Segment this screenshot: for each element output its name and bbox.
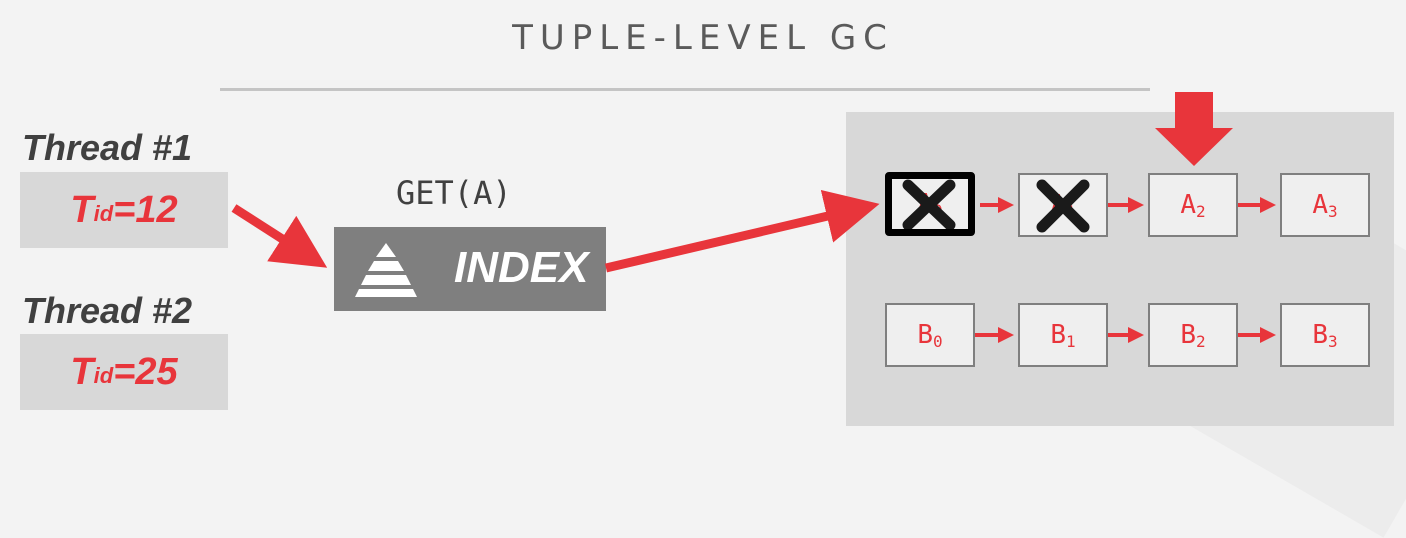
title-divider	[220, 88, 1150, 91]
tid-var: T	[70, 350, 94, 393]
node-sub: 3	[1328, 201, 1338, 221]
version-node-a1: A1	[1018, 173, 1108, 237]
version-panel	[846, 112, 1394, 426]
slide-title: TUPLE-LEVEL GC	[512, 18, 894, 58]
node-sub: 0	[933, 331, 943, 351]
tid-value: =12	[113, 188, 178, 231]
node-letter: B	[1050, 320, 1066, 350]
pyramid-icon	[355, 243, 417, 297]
thread-to-index-arrow	[231, 204, 328, 268]
pointer-down-arrow	[1155, 92, 1233, 166]
tid-sub: id	[93, 201, 114, 226]
tid-value: =25	[113, 350, 178, 393]
node-sub: 2	[1196, 201, 1206, 221]
node-letter: B	[1312, 320, 1328, 350]
cross-icon	[902, 179, 956, 229]
index-to-version-arrow	[604, 189, 880, 273]
cross-icon	[1036, 179, 1090, 233]
tid-sub: id	[93, 363, 114, 388]
tid-var: T	[70, 188, 94, 231]
node-sub: 1	[1066, 331, 1076, 351]
node-letter: A	[1312, 190, 1328, 220]
thread-2-label: Thread #2	[22, 290, 193, 331]
node-letter: B	[917, 320, 933, 350]
node-sub: 2	[1196, 331, 1206, 351]
query-label: GET(A)	[396, 174, 512, 212]
version-node-a0: A0	[885, 172, 975, 236]
index-label: INDEX	[454, 243, 589, 292]
node-letter: B	[1180, 320, 1196, 350]
node-sub: 3	[1328, 331, 1338, 351]
index-box: INDEX	[334, 227, 606, 311]
arrow-layer	[231, 92, 1276, 343]
node-letter: A	[1180, 190, 1196, 220]
thread-1-label: Thread #1	[22, 127, 193, 168]
